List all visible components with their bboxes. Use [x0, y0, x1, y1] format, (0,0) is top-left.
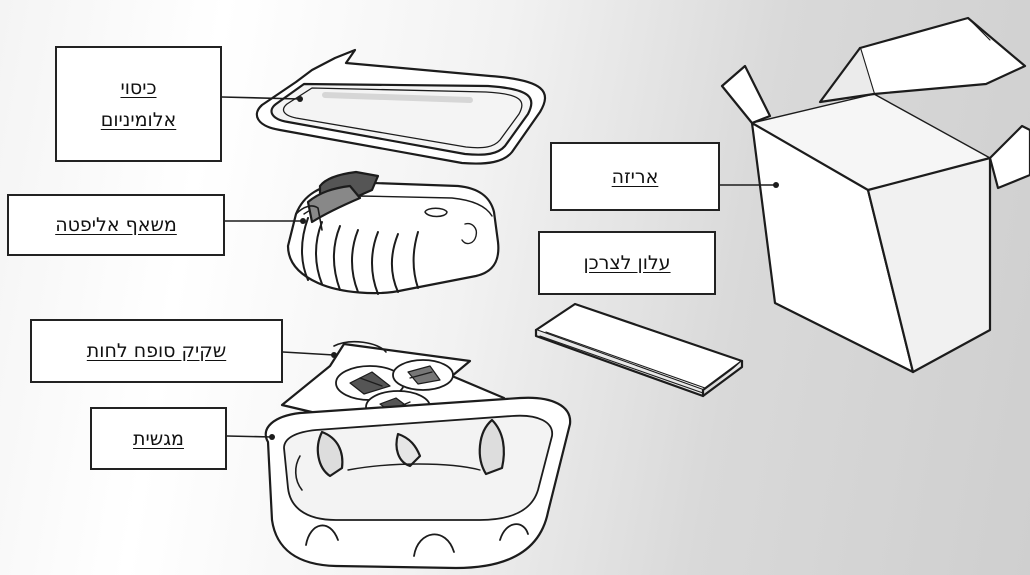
label-leaflet: עלון לצרכן: [538, 231, 716, 295]
label-tray-text: מגשית: [133, 423, 184, 455]
aluminium-lid-illustration: [257, 50, 545, 164]
label-desiccant-bag: שקיק סופח לחות: [30, 319, 283, 383]
label-box: אריזה: [550, 142, 720, 211]
label-leaflet-text: עלון לצרכן: [583, 247, 670, 279]
tray-illustration: [266, 398, 570, 568]
label-box-text: אריזה: [612, 161, 659, 193]
nebulizer-illustration: [288, 172, 498, 294]
label-aluminium-lid-line1: כיסוי: [101, 72, 176, 104]
label-nebulizer-text: משאף אליפטה: [55, 209, 177, 241]
label-desiccant-bag-text: שקיק סופח לחות: [87, 335, 226, 367]
label-aluminium-lid-line2: אלומיניום: [101, 104, 176, 136]
label-nebulizer: משאף אליפטה: [7, 194, 225, 256]
leaflet-illustration: [536, 304, 742, 396]
label-tray: מגשית: [90, 407, 227, 470]
label-aluminium-lid: כיסוי אלומיניום: [55, 46, 222, 162]
box-illustration: [722, 18, 1030, 372]
